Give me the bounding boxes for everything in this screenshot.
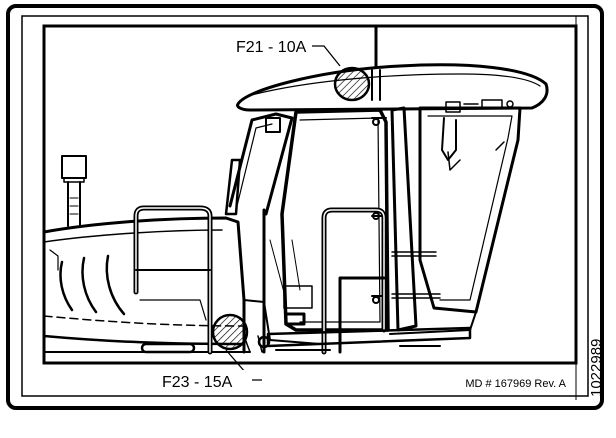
tractor-drawing [44,26,549,355]
figure-id: 1022989 [588,339,605,397]
handrail-right [321,207,387,355]
bottom-fuse-label: F23 - 15A [162,374,233,391]
cab-roof [236,26,549,112]
document-reference: MD # 167969 Rev. A [465,378,566,390]
cab-frame [224,99,522,354]
handrail-left [133,205,213,355]
drawing-area-border [42,24,578,365]
top-callout-leader [310,45,341,67]
outer-frame [6,4,604,410]
fuse-f23-location [211,313,249,351]
fuse-f21-location [333,66,371,102]
top-label-bg [232,36,312,56]
bottom-label-bg [160,370,252,392]
cab-base-and-steps [243,239,472,353]
exhaust-stack [61,155,87,227]
inner-frame [21,15,589,397]
top-fuse-label: F21 - 10A [236,39,307,56]
